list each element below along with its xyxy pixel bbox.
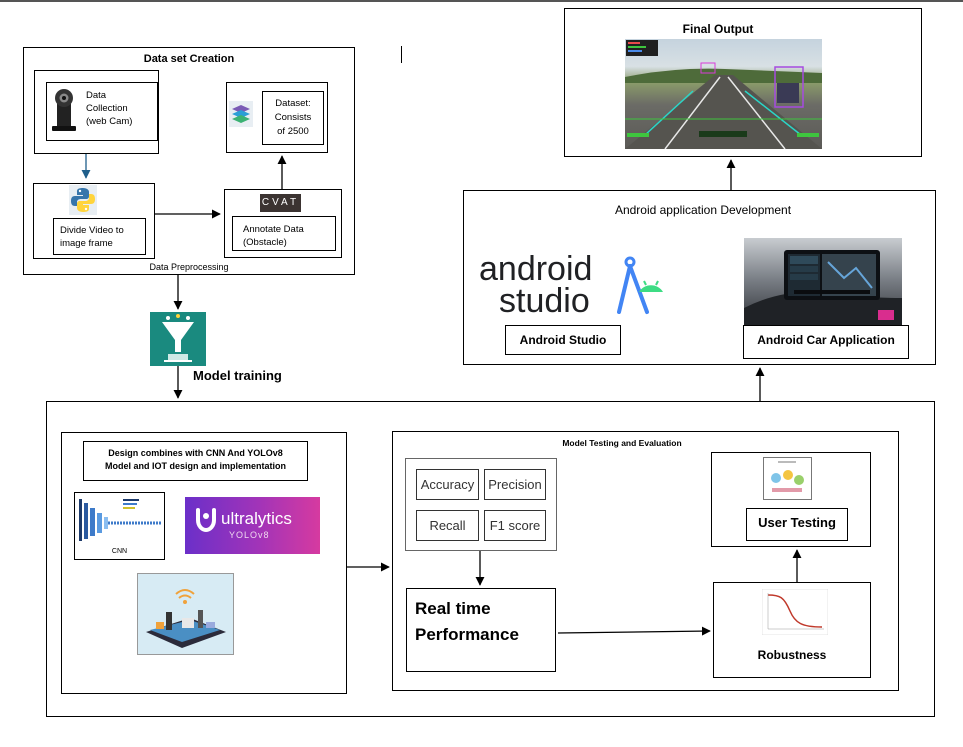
dataset-label: Dataset: Consists of 2500 xyxy=(274,98,312,137)
cnn-diagram: CNN xyxy=(74,492,165,560)
robustness-label: Robustness xyxy=(757,648,827,662)
metric-precision: Precision xyxy=(484,469,546,500)
design-title: Design combines with CNN And YOLOv8 Mode… xyxy=(104,448,286,471)
annotate-inner xyxy=(232,216,336,251)
final-output-title: Final Output xyxy=(682,22,754,36)
testing-title: Model Testing and Evaluation xyxy=(562,438,682,448)
metric-recall: Recall xyxy=(416,510,479,541)
annotate-label: Annotate Data (Obstacle) xyxy=(243,224,304,248)
android-studio-logo: android studio xyxy=(477,252,667,322)
robustness-curve xyxy=(761,588,829,636)
user-testing-thumbnail xyxy=(763,457,812,500)
android-studio-label-box xyxy=(505,325,621,355)
python-icon xyxy=(69,185,97,215)
android-car-image xyxy=(744,238,902,328)
iot-illustration xyxy=(137,573,234,655)
android-studio-label: Android Studio xyxy=(519,333,607,347)
cvat-logo-text: CVAT xyxy=(261,197,300,208)
android-car-label-box xyxy=(743,325,909,359)
cnn-caption: CNN xyxy=(111,548,128,555)
model-training-icon xyxy=(150,312,206,366)
android-studio-wordmark-1: android xyxy=(479,250,593,288)
layers-icon xyxy=(229,101,253,127)
yolo-wordmark: YOLOv8 xyxy=(229,530,270,540)
ultralytics-wordmark: ultralytics xyxy=(221,509,292,528)
realtime-box xyxy=(406,588,556,672)
data-preprocessing-label: Data Preprocessing xyxy=(149,262,229,272)
text-cursor xyxy=(401,46,402,63)
webcam-icon xyxy=(48,86,80,132)
dataset-inner-box xyxy=(262,91,324,145)
divide-video-label: Divide Video to image frame xyxy=(60,225,124,249)
divide-video-inner xyxy=(53,218,146,255)
model-training-label: Model training xyxy=(193,368,282,383)
metric-f1-score: F1 score xyxy=(484,510,546,541)
user-testing-label: User Testing xyxy=(758,515,836,530)
ultralytics-logo: ultralytics YOLOv8 xyxy=(185,497,320,554)
top-border xyxy=(0,0,963,2)
android-car-label: Android Car Application xyxy=(757,333,895,347)
data-collection-label: Data Collection (web Cam) xyxy=(86,90,133,127)
dataset-creation-title: Data set Creation xyxy=(143,53,235,65)
android-studio-wordmark-2: studio xyxy=(499,282,590,320)
realtime-label: Real time Performance xyxy=(415,599,519,644)
design-title-box xyxy=(83,441,308,481)
android-title: Android application Development xyxy=(614,203,792,217)
arrow-realtime-to-robustness xyxy=(557,626,711,636)
metric-accuracy: Accuracy xyxy=(416,469,479,500)
final-output-image xyxy=(625,39,822,149)
cvat-logo: CVAT xyxy=(260,194,301,212)
user-testing-label-box xyxy=(746,508,848,541)
